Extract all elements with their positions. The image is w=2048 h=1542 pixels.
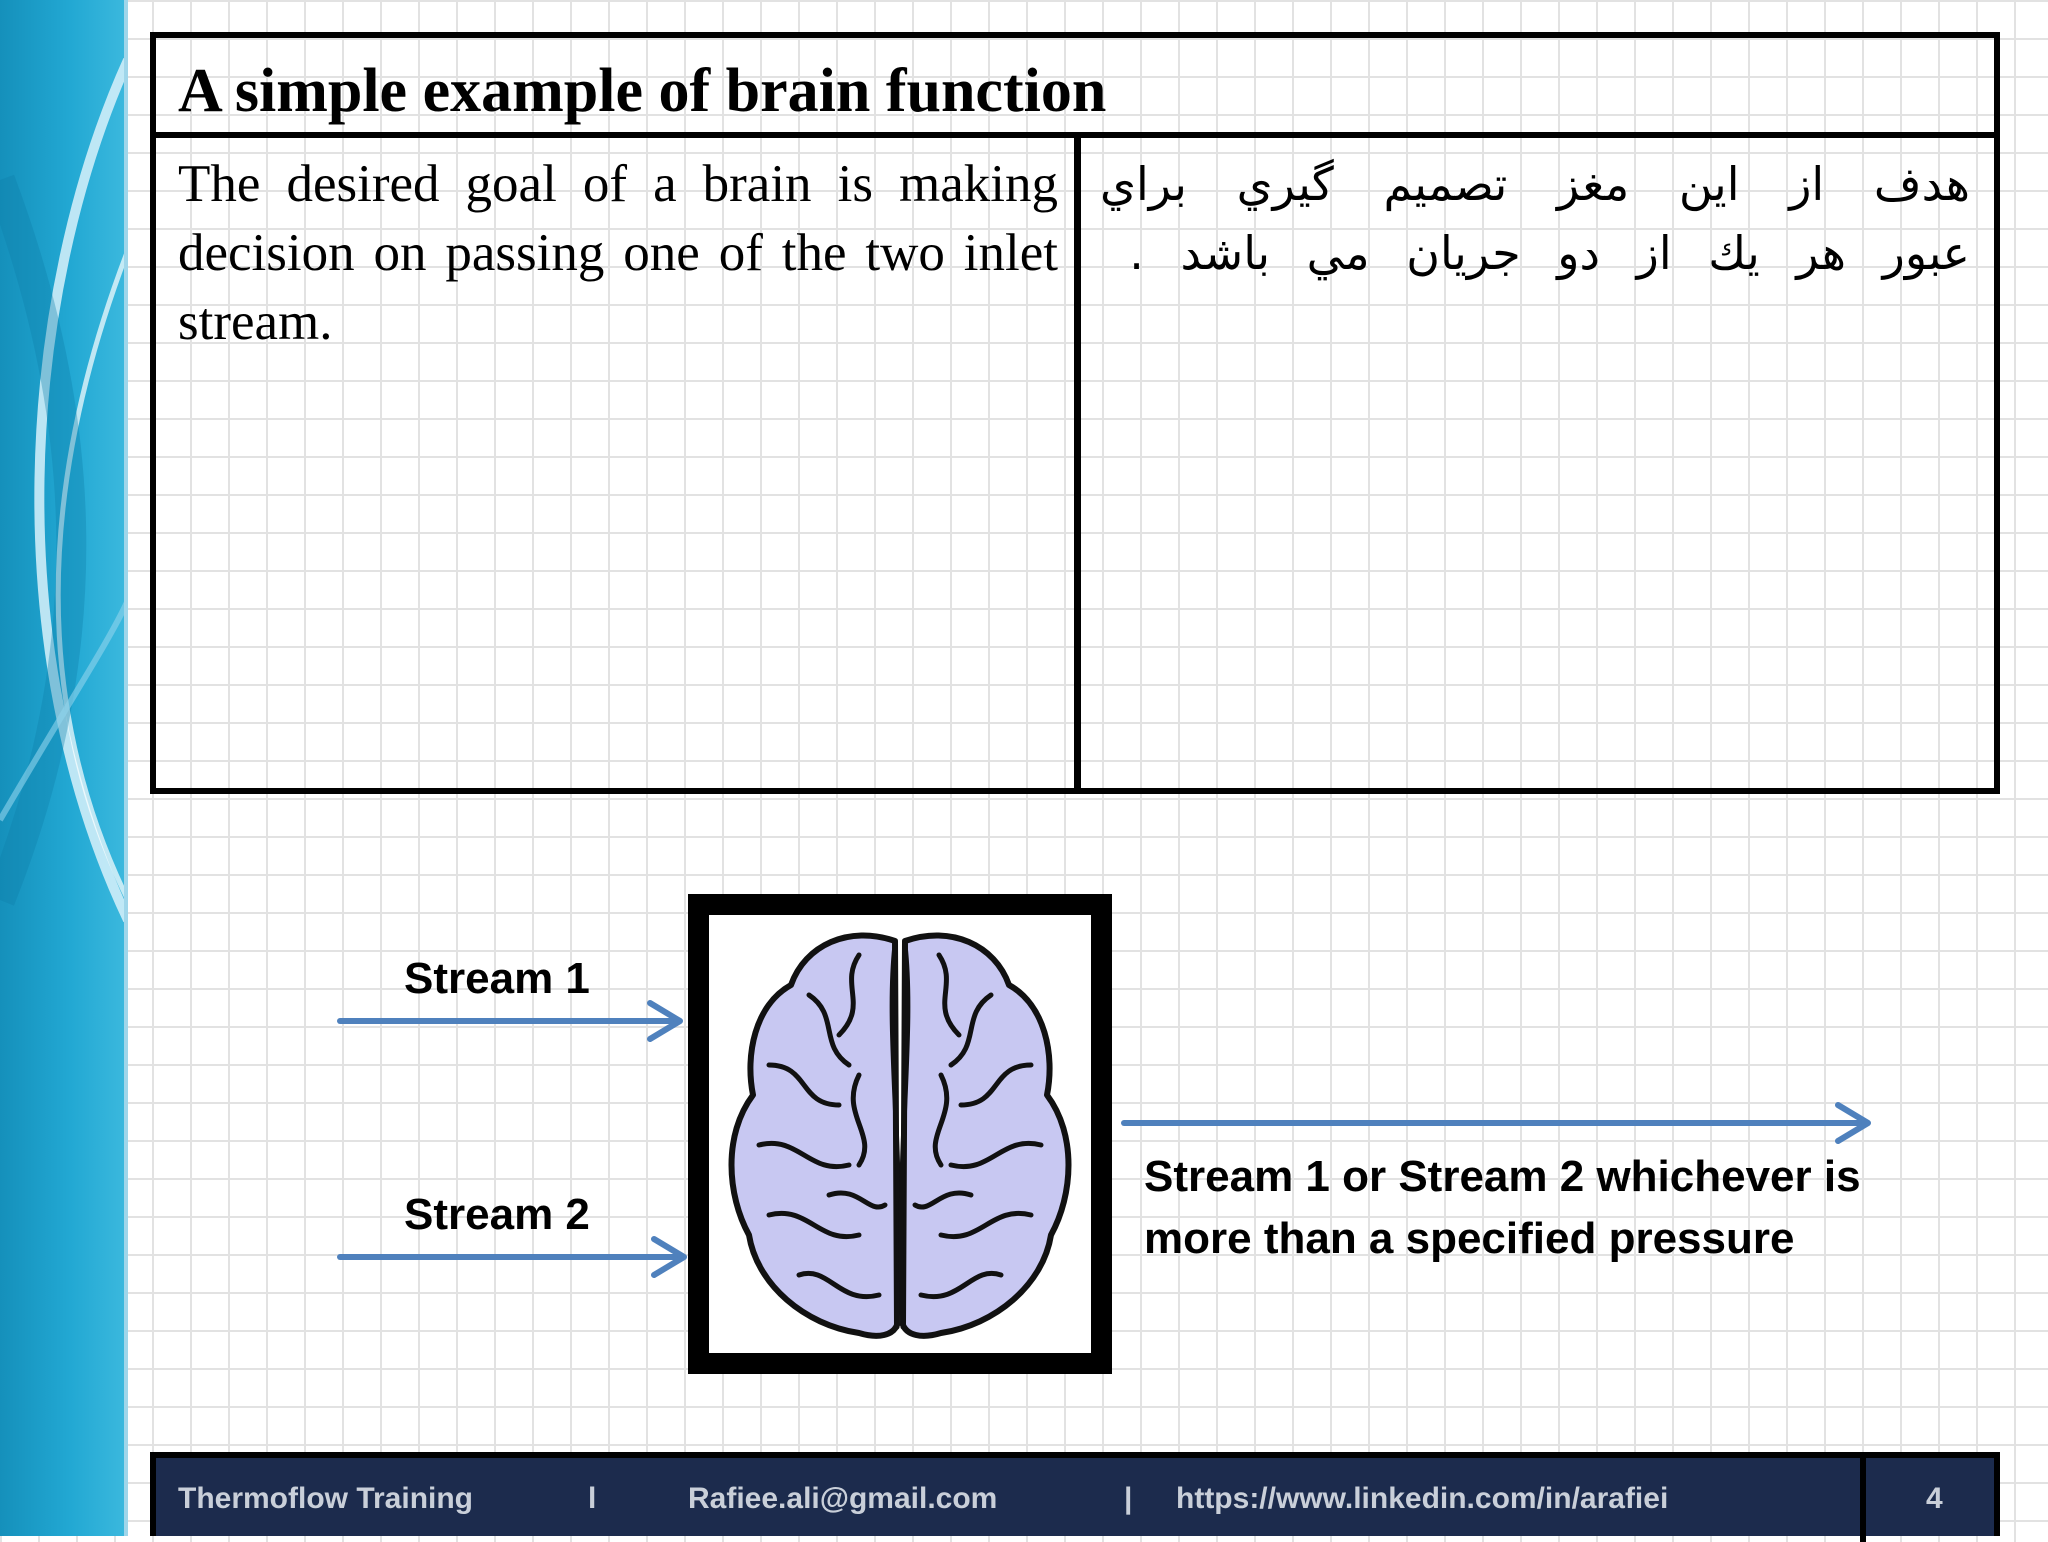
footer-separator: | — [1124, 1482, 1133, 1515]
swoosh-graphic — [0, 57, 128, 923]
side-decoration-band — [0, 0, 128, 1536]
brain-icon — [728, 932, 1072, 1339]
arrow-right-icon — [1121, 1102, 1871, 1144]
persian-description: هدف از اين مغز تصميم گيري براي عبور هر ي… — [1100, 157, 1970, 280]
stream-2-label: Stream 2 — [404, 1190, 590, 1239]
page-number: 4 — [1926, 1482, 1943, 1515]
english-description: The desired goal of a brain is making de… — [178, 155, 1058, 351]
stream-1-label: Stream 1 — [404, 954, 590, 1003]
output-description: Stream 1 or Stream 2 whichever is more t… — [1144, 1152, 1861, 1263]
table-title-row: A simple example of brain function — [156, 38, 1994, 138]
table-column-divider — [1074, 138, 1081, 788]
footer-linkedin-link[interactable]: https://www.linkedin.com/in/arafiei — [1176, 1482, 1669, 1515]
arrow-right-icon — [337, 1236, 687, 1278]
footer-email-link[interactable]: Rafiee.ali@gmail.com — [688, 1482, 998, 1515]
footer-org: Thermoflow Training — [178, 1482, 474, 1515]
footer-bar: Thermoflow Training l Rafiee.ali@gmail.c… — [150, 1452, 2000, 1542]
content-table: A simple example of brain function The d… — [150, 32, 2000, 794]
brain-image-frame — [688, 894, 1112, 1374]
slide-title: A simple example of brain function — [178, 57, 1107, 125]
arrow-right-icon — [337, 1000, 683, 1042]
footer-separator: l — [588, 1482, 597, 1515]
footer-page-divider — [1860, 1458, 1866, 1542]
